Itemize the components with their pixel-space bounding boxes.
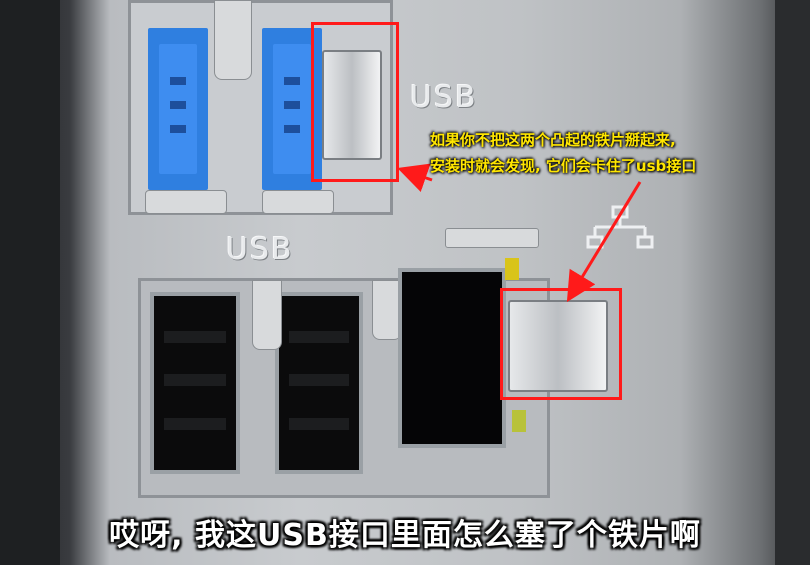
usb-pin bbox=[283, 76, 301, 85]
video-subtitle: 哎呀, 我这USB接口里面怎么塞了个铁片啊 bbox=[109, 518, 701, 553]
usb2-port-right[interactable] bbox=[275, 292, 363, 474]
usb2-port-left[interactable] bbox=[150, 292, 240, 474]
rj45-port[interactable] bbox=[398, 268, 506, 448]
usb-pin bbox=[169, 125, 187, 134]
usb3-port-left[interactable] bbox=[148, 28, 208, 190]
usb-label-bottom: USB bbox=[226, 232, 294, 267]
rj45-led-yellow bbox=[505, 258, 519, 280]
annotation-line-2: 安装时就会发现, 它们会卡住了usb接口 bbox=[430, 157, 697, 175]
raised-metal-tab-usb bbox=[322, 50, 382, 160]
grounding-tab bbox=[252, 280, 282, 350]
grounding-tab bbox=[262, 190, 334, 214]
arrow-to-rj45-tab bbox=[566, 181, 642, 303]
usb3-tongue bbox=[158, 44, 198, 174]
port-slot bbox=[288, 417, 350, 430]
grounding-tab bbox=[145, 190, 227, 214]
port-slot bbox=[163, 330, 227, 343]
grounding-tab bbox=[214, 0, 252, 80]
usb-label-right: USB bbox=[410, 80, 478, 115]
usb-pin bbox=[283, 100, 301, 109]
case-edge-left bbox=[0, 0, 60, 565]
highlight-box-rj45-tab bbox=[500, 288, 622, 400]
grounding-tab bbox=[445, 228, 539, 248]
annotation-text: 如果你不把这两个凸起的铁片掰起来, 安装时就会发现, 它们会卡住了usb接口 bbox=[430, 127, 806, 179]
port-slot bbox=[163, 374, 227, 387]
arrow-to-usb-tab bbox=[397, 163, 433, 193]
port-slot bbox=[288, 374, 350, 387]
usb-pin bbox=[169, 76, 187, 85]
case-edge-right bbox=[775, 0, 810, 565]
grounding-tab bbox=[372, 280, 402, 340]
highlight-box-usb-tab bbox=[311, 22, 399, 182]
usb-pin bbox=[169, 100, 187, 109]
port-slot bbox=[163, 417, 227, 430]
annotation-line-1: 如果你不把这两个凸起的铁片掰起来, bbox=[430, 131, 676, 149]
port-slot bbox=[288, 330, 350, 343]
raised-metal-tab-rj45 bbox=[508, 300, 608, 392]
rj45-led-green bbox=[512, 410, 526, 432]
usb3-tongue bbox=[272, 44, 312, 174]
usb-pin bbox=[283, 125, 301, 134]
